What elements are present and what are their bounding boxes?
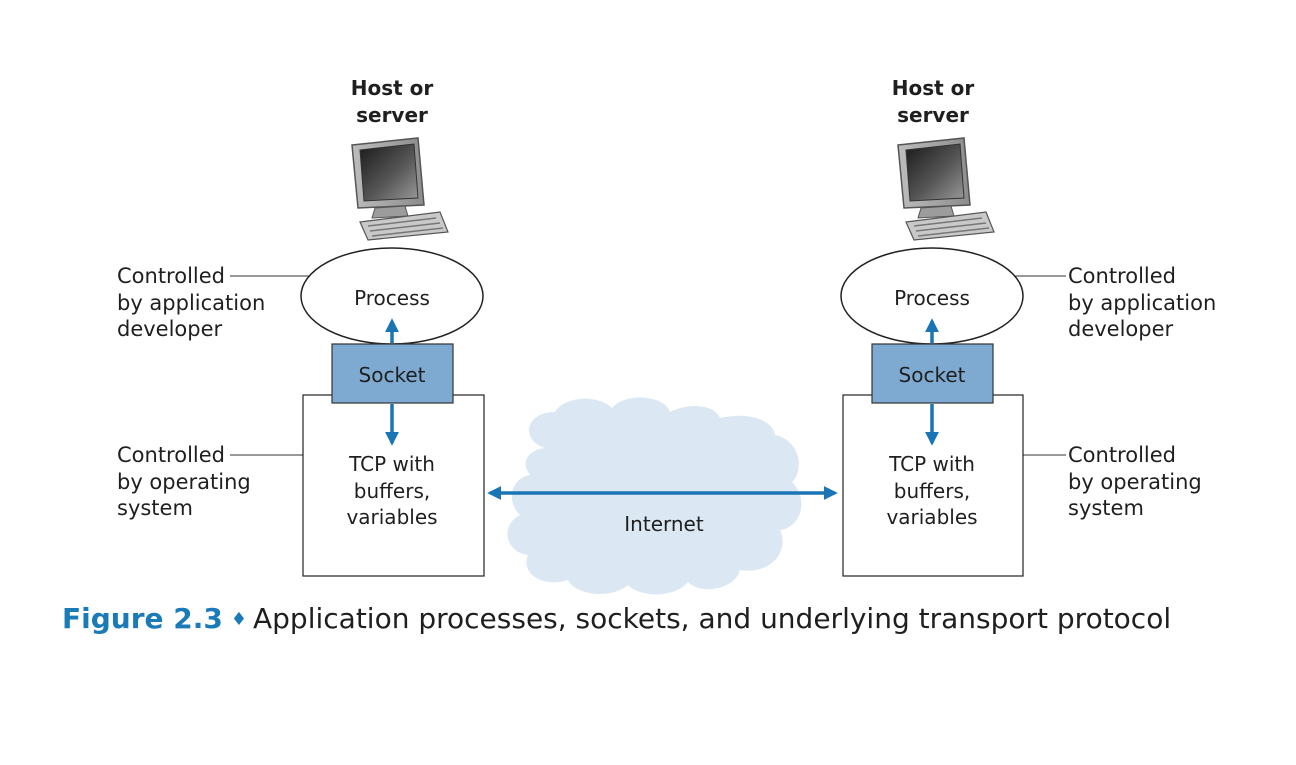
left-os-control-line-2: by operating [117, 470, 251, 494]
internet-cloud [507, 397, 802, 595]
figure-caption: Figure 2.3 ♦ Application processes, socket… [62, 602, 1171, 635]
right-socket-label: Socket [899, 363, 966, 387]
left-os-control-line-1: Controlled [117, 443, 225, 467]
right-host-title-line-1: Host or [892, 76, 975, 100]
left-computer-icon [351, 137, 449, 241]
right-tcp-line-2: buffers, [894, 479, 970, 503]
left-tcp-line-2: buffers, [354, 479, 430, 503]
figure-number: Figure 2.3 [62, 602, 223, 635]
left-app-control-line-2: by application [117, 291, 265, 315]
right-app-control-line-1: Controlled [1068, 264, 1176, 288]
right-computer-icon [897, 137, 995, 241]
left-socket-box [331, 343, 454, 404]
right-tcp-line-1: TCP with [888, 452, 975, 476]
left-tcp-line-1: TCP with [348, 452, 435, 476]
right-process-label: Process [894, 286, 970, 310]
internet-label: Internet [624, 512, 704, 536]
left-socket-label: Socket [359, 363, 426, 387]
left-host-title-line-1: Host or [351, 76, 434, 100]
right-os-control-line-2: by operating [1068, 470, 1202, 494]
left-process-label: Process [354, 286, 430, 310]
right-socket-box [871, 343, 994, 404]
left-app-control-line-1: Controlled [117, 264, 225, 288]
right-app-control-line-3: developer [1068, 317, 1174, 341]
right-os-control-line-1: Controlled [1068, 443, 1176, 467]
left-app-control-line-3: developer [117, 317, 223, 341]
right-host-title-line-2: server [897, 103, 969, 127]
right-os-control-line-3: system [1068, 496, 1144, 520]
left-os-control-line-3: system [117, 496, 193, 520]
right-app-control-line-2: by application [1068, 291, 1216, 315]
caption-text: Application processes, sockets, and unde… [253, 602, 1172, 635]
caption-separator: ♦ [230, 609, 247, 630]
right-tcp-line-3: variables [886, 505, 977, 529]
left-host-title-line-2: server [356, 103, 428, 127]
left-tcp-line-3: variables [346, 505, 437, 529]
